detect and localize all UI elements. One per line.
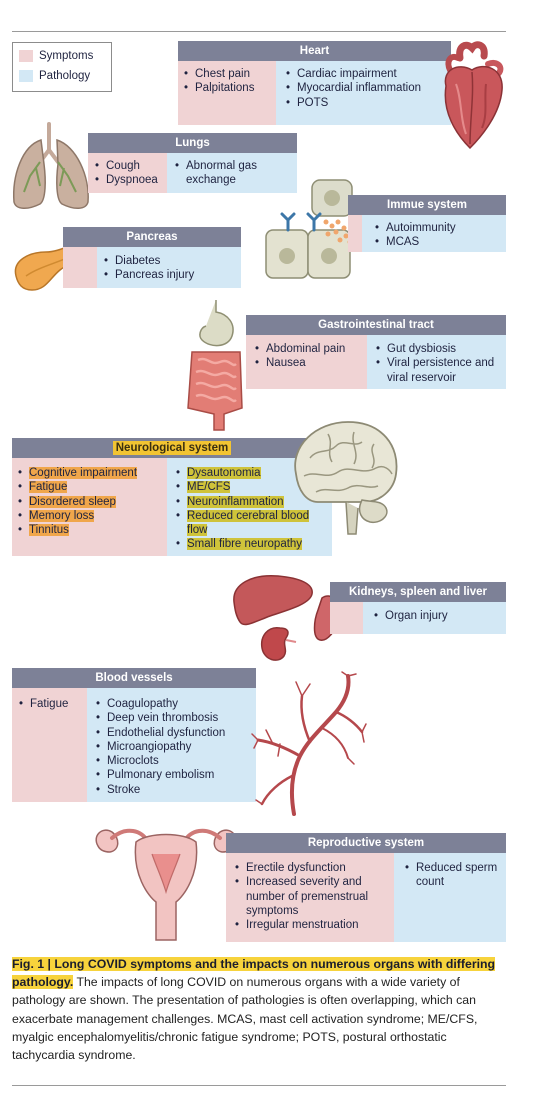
pathology-swatch xyxy=(19,70,33,82)
neuro-title: Neurological system xyxy=(112,441,232,455)
symptom-item: Dyspnoea xyxy=(94,173,167,188)
pathology-item: Microangiopathy xyxy=(95,740,256,755)
symptom-item: Increased severity and number of premens… xyxy=(234,875,389,918)
repro-pathology: Reduced sperm count xyxy=(394,853,506,942)
symptom-item: Erectile dysfunction xyxy=(234,861,389,876)
pathology-text: ME/CFS xyxy=(187,481,231,494)
lungs-title: Lungs xyxy=(88,133,297,153)
legend-pathology: Pathology xyxy=(19,70,90,82)
symptom-item: Memory loss xyxy=(17,509,167,523)
legend-symptoms: Symptoms xyxy=(19,50,93,62)
pathology-item: ME/CFS xyxy=(175,480,327,495)
lungs-pathology: Abnormal gas exchange xyxy=(167,153,297,193)
kidneys-title: Kidneys, spleen and liver xyxy=(330,582,506,602)
legend-pathology-label: Pathology xyxy=(39,70,91,82)
heart-title: Heart xyxy=(178,41,451,61)
symptom-text: Tinnitus xyxy=(29,524,69,537)
lungs-illustration xyxy=(13,122,89,209)
symptom-item: Tinnitus xyxy=(17,523,167,538)
symptom-item: Abdominal pain xyxy=(254,342,367,357)
pathology-item: MCAS xyxy=(374,235,506,250)
heart-illustration xyxy=(444,41,504,150)
blood-symptoms: Fatigue xyxy=(12,688,87,802)
neuro-symptoms: Cognitive impairment Fatigue Disordered … xyxy=(12,458,167,556)
symptom-text: Cognitive impairment xyxy=(29,467,138,479)
top-rule xyxy=(12,31,506,32)
symptom-item: Cough xyxy=(94,159,167,174)
caption-text: The impacts of long COVID on numerous or… xyxy=(12,975,478,1063)
pancreas-pathology: Diabetes Pancreas injury xyxy=(97,247,241,288)
symptom-item: Fatigue xyxy=(18,697,87,712)
pancreas-symptoms xyxy=(63,247,97,288)
legend: Symptoms Pathology xyxy=(12,42,112,92)
pathology-item: Deep vein thrombosis xyxy=(95,711,256,726)
pathology-item: Endothelial dysfunction xyxy=(95,726,256,741)
heart-symptoms: Chest pain Palpitations xyxy=(178,61,276,125)
pathology-item: Diabetes xyxy=(103,254,241,269)
symptom-item: Disordered sleep xyxy=(17,495,167,509)
pathology-item: Neuroinflammation xyxy=(175,495,327,509)
symptom-item: Chest pain xyxy=(183,67,276,82)
pathology-item: Abnormal gas exchange xyxy=(174,159,292,188)
pathology-item: Autoimmunity xyxy=(374,221,506,236)
symptom-item: Fatigue xyxy=(17,480,167,495)
pathology-item: Organ injury xyxy=(373,609,506,624)
gi-tract-illustration xyxy=(187,300,243,431)
symptoms-swatch xyxy=(19,50,33,62)
symptom-text: Disordered sleep xyxy=(29,495,116,508)
pathology-text: Small fibre neuropathy xyxy=(187,538,303,551)
immune-title: Immue system xyxy=(348,195,506,215)
immune-cells-illustration xyxy=(265,179,355,279)
symptom-text: Memory loss xyxy=(29,509,95,522)
pathology-item: Viral persistence and viral reservoir xyxy=(375,356,503,385)
heart-pathology: Cardiac impairment Myocardial inflammati… xyxy=(276,61,451,125)
brain-illustration xyxy=(294,421,398,535)
blood-pathology: Coagulopathy Deep vein thrombosis Endoth… xyxy=(87,688,256,802)
neuro-pathology: Dysautonomia ME/CFS Neuroinflammation Re… xyxy=(167,458,332,556)
kidneys-symptoms xyxy=(330,602,363,634)
blood-title: Blood vessels xyxy=(12,668,256,688)
gi-title: Gastrointestinal tract xyxy=(246,315,506,335)
immune-symptoms xyxy=(348,215,362,252)
pathology-text: Neuroinflammation xyxy=(187,495,284,508)
pathology-text: Dysautonomia xyxy=(187,467,261,479)
figure-caption: Fig. 1 | Long COVID symptoms and the imp… xyxy=(12,955,506,1064)
repro-symptoms: Erectile dysfunction Increased severity … xyxy=(226,853,394,942)
pathology-item: POTS xyxy=(285,96,451,111)
pathology-item: Myocardial inflammation xyxy=(285,81,451,96)
pathology-item: Coagulopathy xyxy=(95,697,256,712)
symptom-item: Cognitive impairment xyxy=(17,466,167,481)
legend-symptoms-label: Symptoms xyxy=(39,50,94,62)
pathology-item: Small fibre neuropathy xyxy=(175,537,327,552)
symptom-text: Fatigue xyxy=(29,481,68,494)
symptom-item: Nausea xyxy=(254,356,367,371)
blood-vessel-illustration xyxy=(251,671,367,816)
symptom-item: Palpitations xyxy=(183,81,276,96)
pancreas-title: Pancreas xyxy=(63,227,241,247)
immune-pathology: Autoimmunity MCAS xyxy=(362,215,506,252)
repro-title: Reproductive system xyxy=(226,833,506,853)
pathology-item: Gut dysbiosis xyxy=(375,342,503,357)
pathology-item: Pulmonary embolism xyxy=(95,768,256,783)
gi-pathology: Gut dysbiosis Viral persistence and vira… xyxy=(367,335,506,389)
pathology-item: Cardiac impairment xyxy=(285,67,451,82)
kidneys-pathology: Organ injury xyxy=(363,602,506,634)
neuro-header: Neurological system xyxy=(12,438,332,458)
pathology-item: Microclots xyxy=(95,754,256,769)
pathology-item: Stroke xyxy=(95,783,256,798)
lungs-symptoms: Cough Dyspnoea xyxy=(88,153,167,193)
pathology-item: Reduced sperm count xyxy=(404,861,502,890)
pathology-item: Pancreas injury xyxy=(103,268,241,283)
bottom-rule xyxy=(12,1085,506,1086)
gi-symptoms: Abdominal pain Nausea xyxy=(246,335,367,389)
symptom-item: Irregular menstruation xyxy=(234,918,389,933)
pathology-item: Reduced cerebral blood flow xyxy=(175,509,327,538)
uterus-illustration xyxy=(95,828,237,941)
pathology-item: Dysautonomia xyxy=(175,466,327,481)
